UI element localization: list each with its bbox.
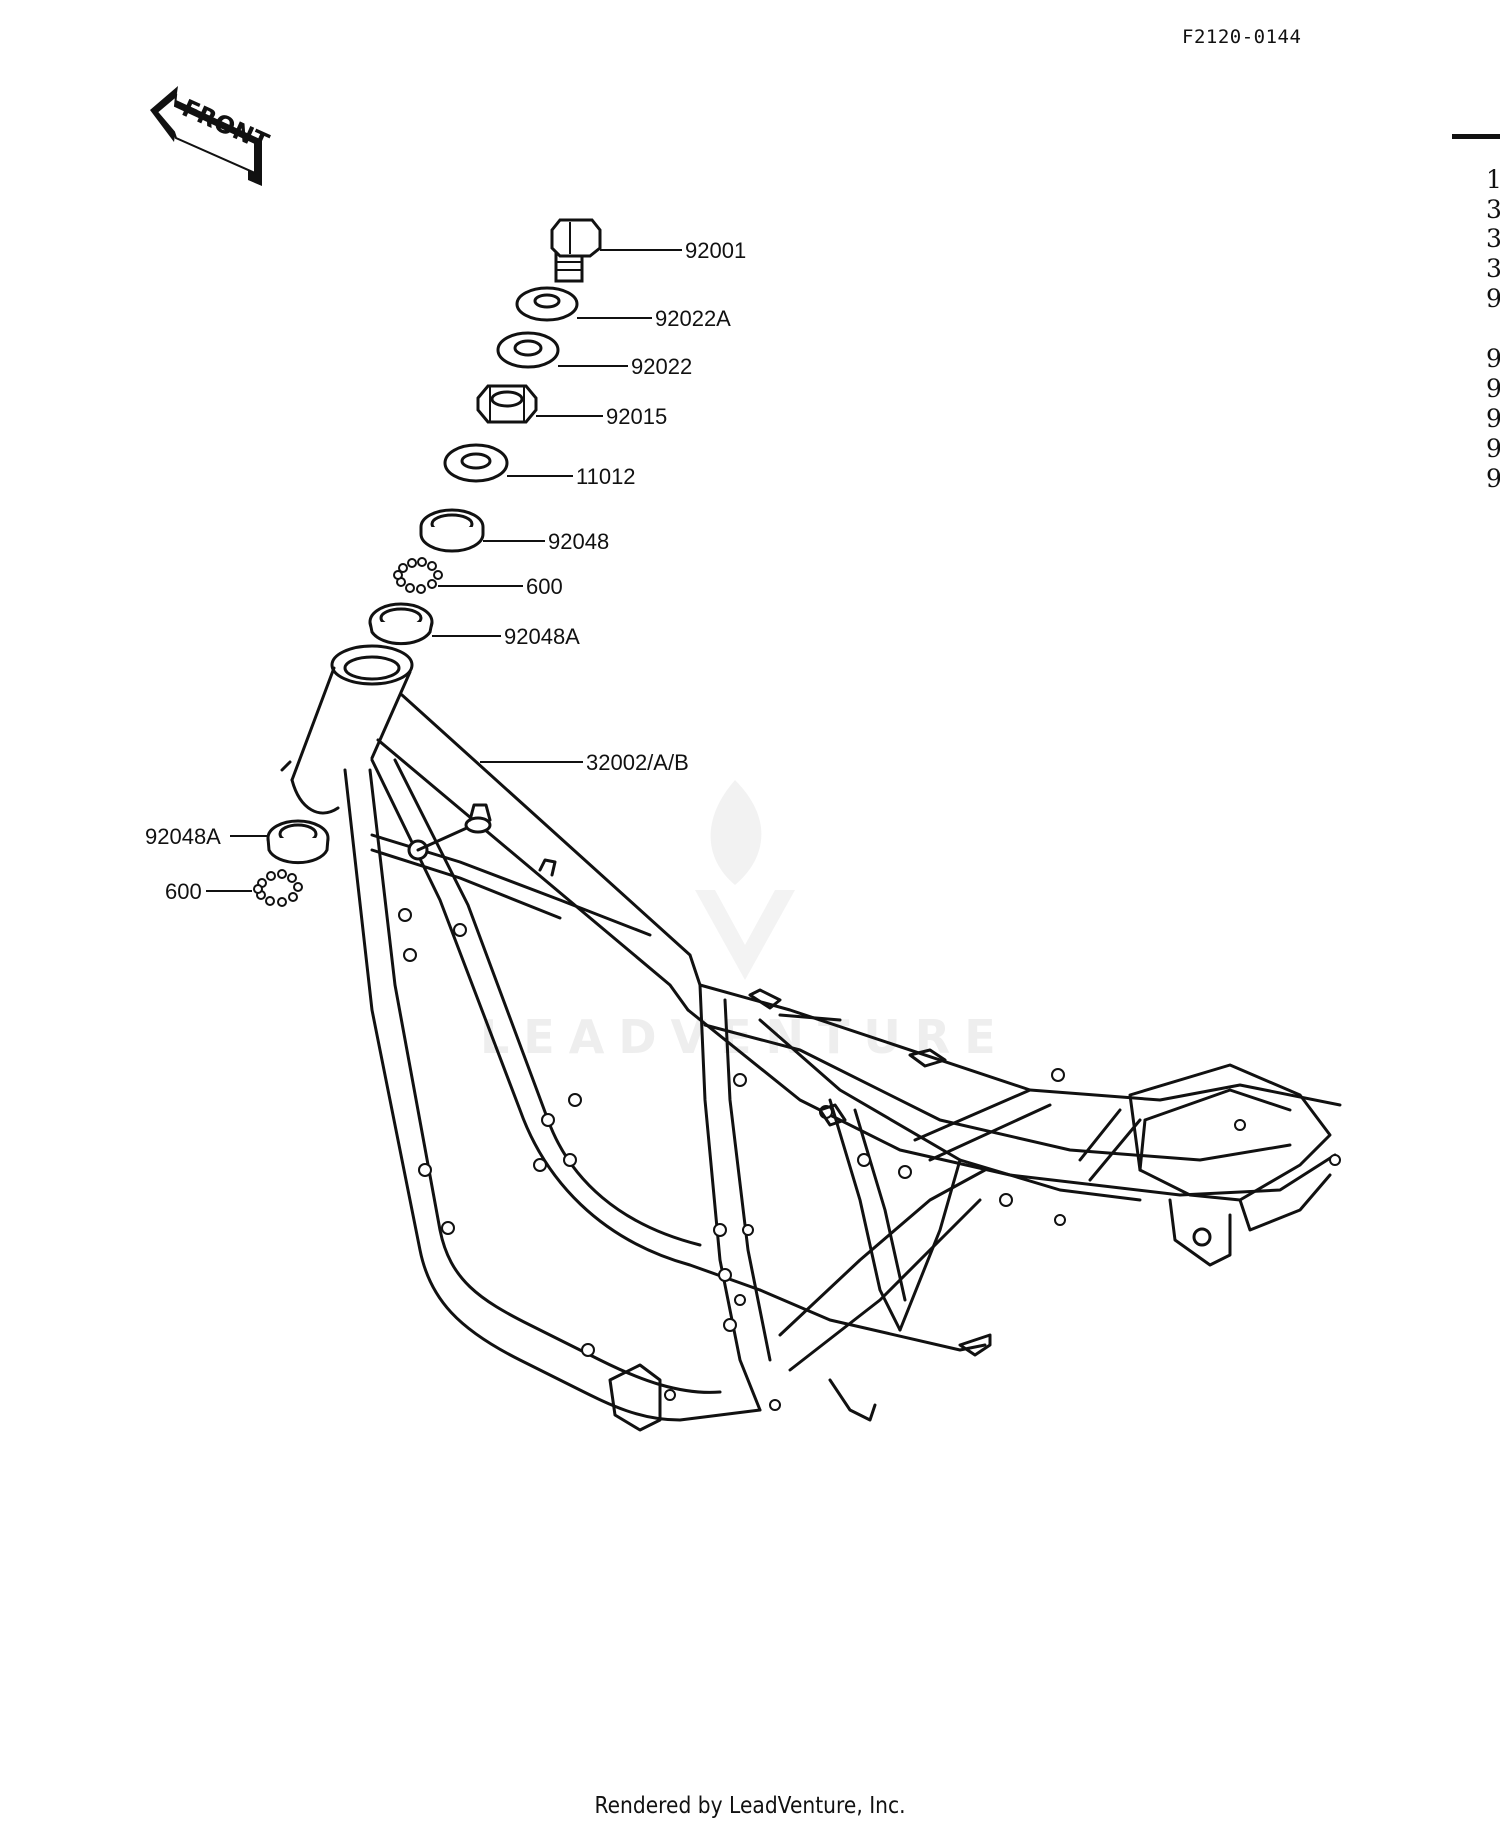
callout-92048a-upper: 92048A bbox=[504, 624, 580, 649]
race-92048a-lower-part bbox=[266, 819, 330, 865]
callout-32002: 32002/A/B bbox=[586, 750, 689, 775]
side-column-entry: 9 bbox=[1486, 344, 1500, 373]
ball-bearings-upper-part bbox=[393, 557, 443, 594]
leader-lines bbox=[206, 249, 682, 892]
callout-92022a: 92022A bbox=[655, 306, 731, 331]
document-id: F2120-0144 bbox=[1182, 26, 1302, 48]
frame-32002-part bbox=[280, 644, 1342, 1432]
callout-92022: 92022 bbox=[631, 354, 692, 379]
cover-11012-part bbox=[443, 443, 509, 483]
side-column-entry: 9 bbox=[1486, 404, 1500, 433]
side-column-entry: 3 bbox=[1486, 195, 1500, 224]
callout-92048: 92048 bbox=[548, 529, 609, 554]
callout-92048a-lower: 92048A bbox=[145, 824, 221, 849]
callout-600-upper: 600 bbox=[526, 574, 563, 599]
side-column-rule bbox=[1452, 134, 1500, 139]
front-arrow-icon: FRONT bbox=[150, 86, 274, 186]
side-column-entry: 1 bbox=[1486, 165, 1500, 194]
side-column-entry: 9 bbox=[1486, 434, 1500, 463]
washer-92022-part bbox=[496, 331, 560, 369]
watermark-logo-icon bbox=[695, 780, 795, 980]
side-column-entry: 9 bbox=[1486, 284, 1500, 313]
side-column-entry: 3 bbox=[1486, 254, 1500, 283]
callout-600-lower: 600 bbox=[165, 879, 202, 904]
side-column-entry: 9 bbox=[1486, 464, 1500, 493]
stem-bolt-part bbox=[550, 218, 602, 283]
ball-bearings-lower-part bbox=[253, 869, 303, 907]
footer-credit: Rendered by LeadVenture, Inc. bbox=[594, 1793, 906, 1819]
callout-92001: 92001 bbox=[685, 238, 746, 263]
side-column-entry: 9 bbox=[1486, 374, 1500, 403]
stem-nut-part bbox=[476, 384, 538, 424]
side-column-entry: 3 bbox=[1486, 224, 1500, 253]
race-92048-part bbox=[419, 508, 485, 553]
washer-92022a-part bbox=[515, 286, 579, 322]
callout-labels: 92001 92022A 92022 92015 11012 92048 600… bbox=[145, 238, 746, 904]
race-92048a-upper-part bbox=[368, 602, 434, 646]
steering-parts bbox=[253, 218, 602, 907]
callout-92015: 92015 bbox=[606, 404, 667, 429]
callout-11012: 11012 bbox=[576, 464, 636, 489]
